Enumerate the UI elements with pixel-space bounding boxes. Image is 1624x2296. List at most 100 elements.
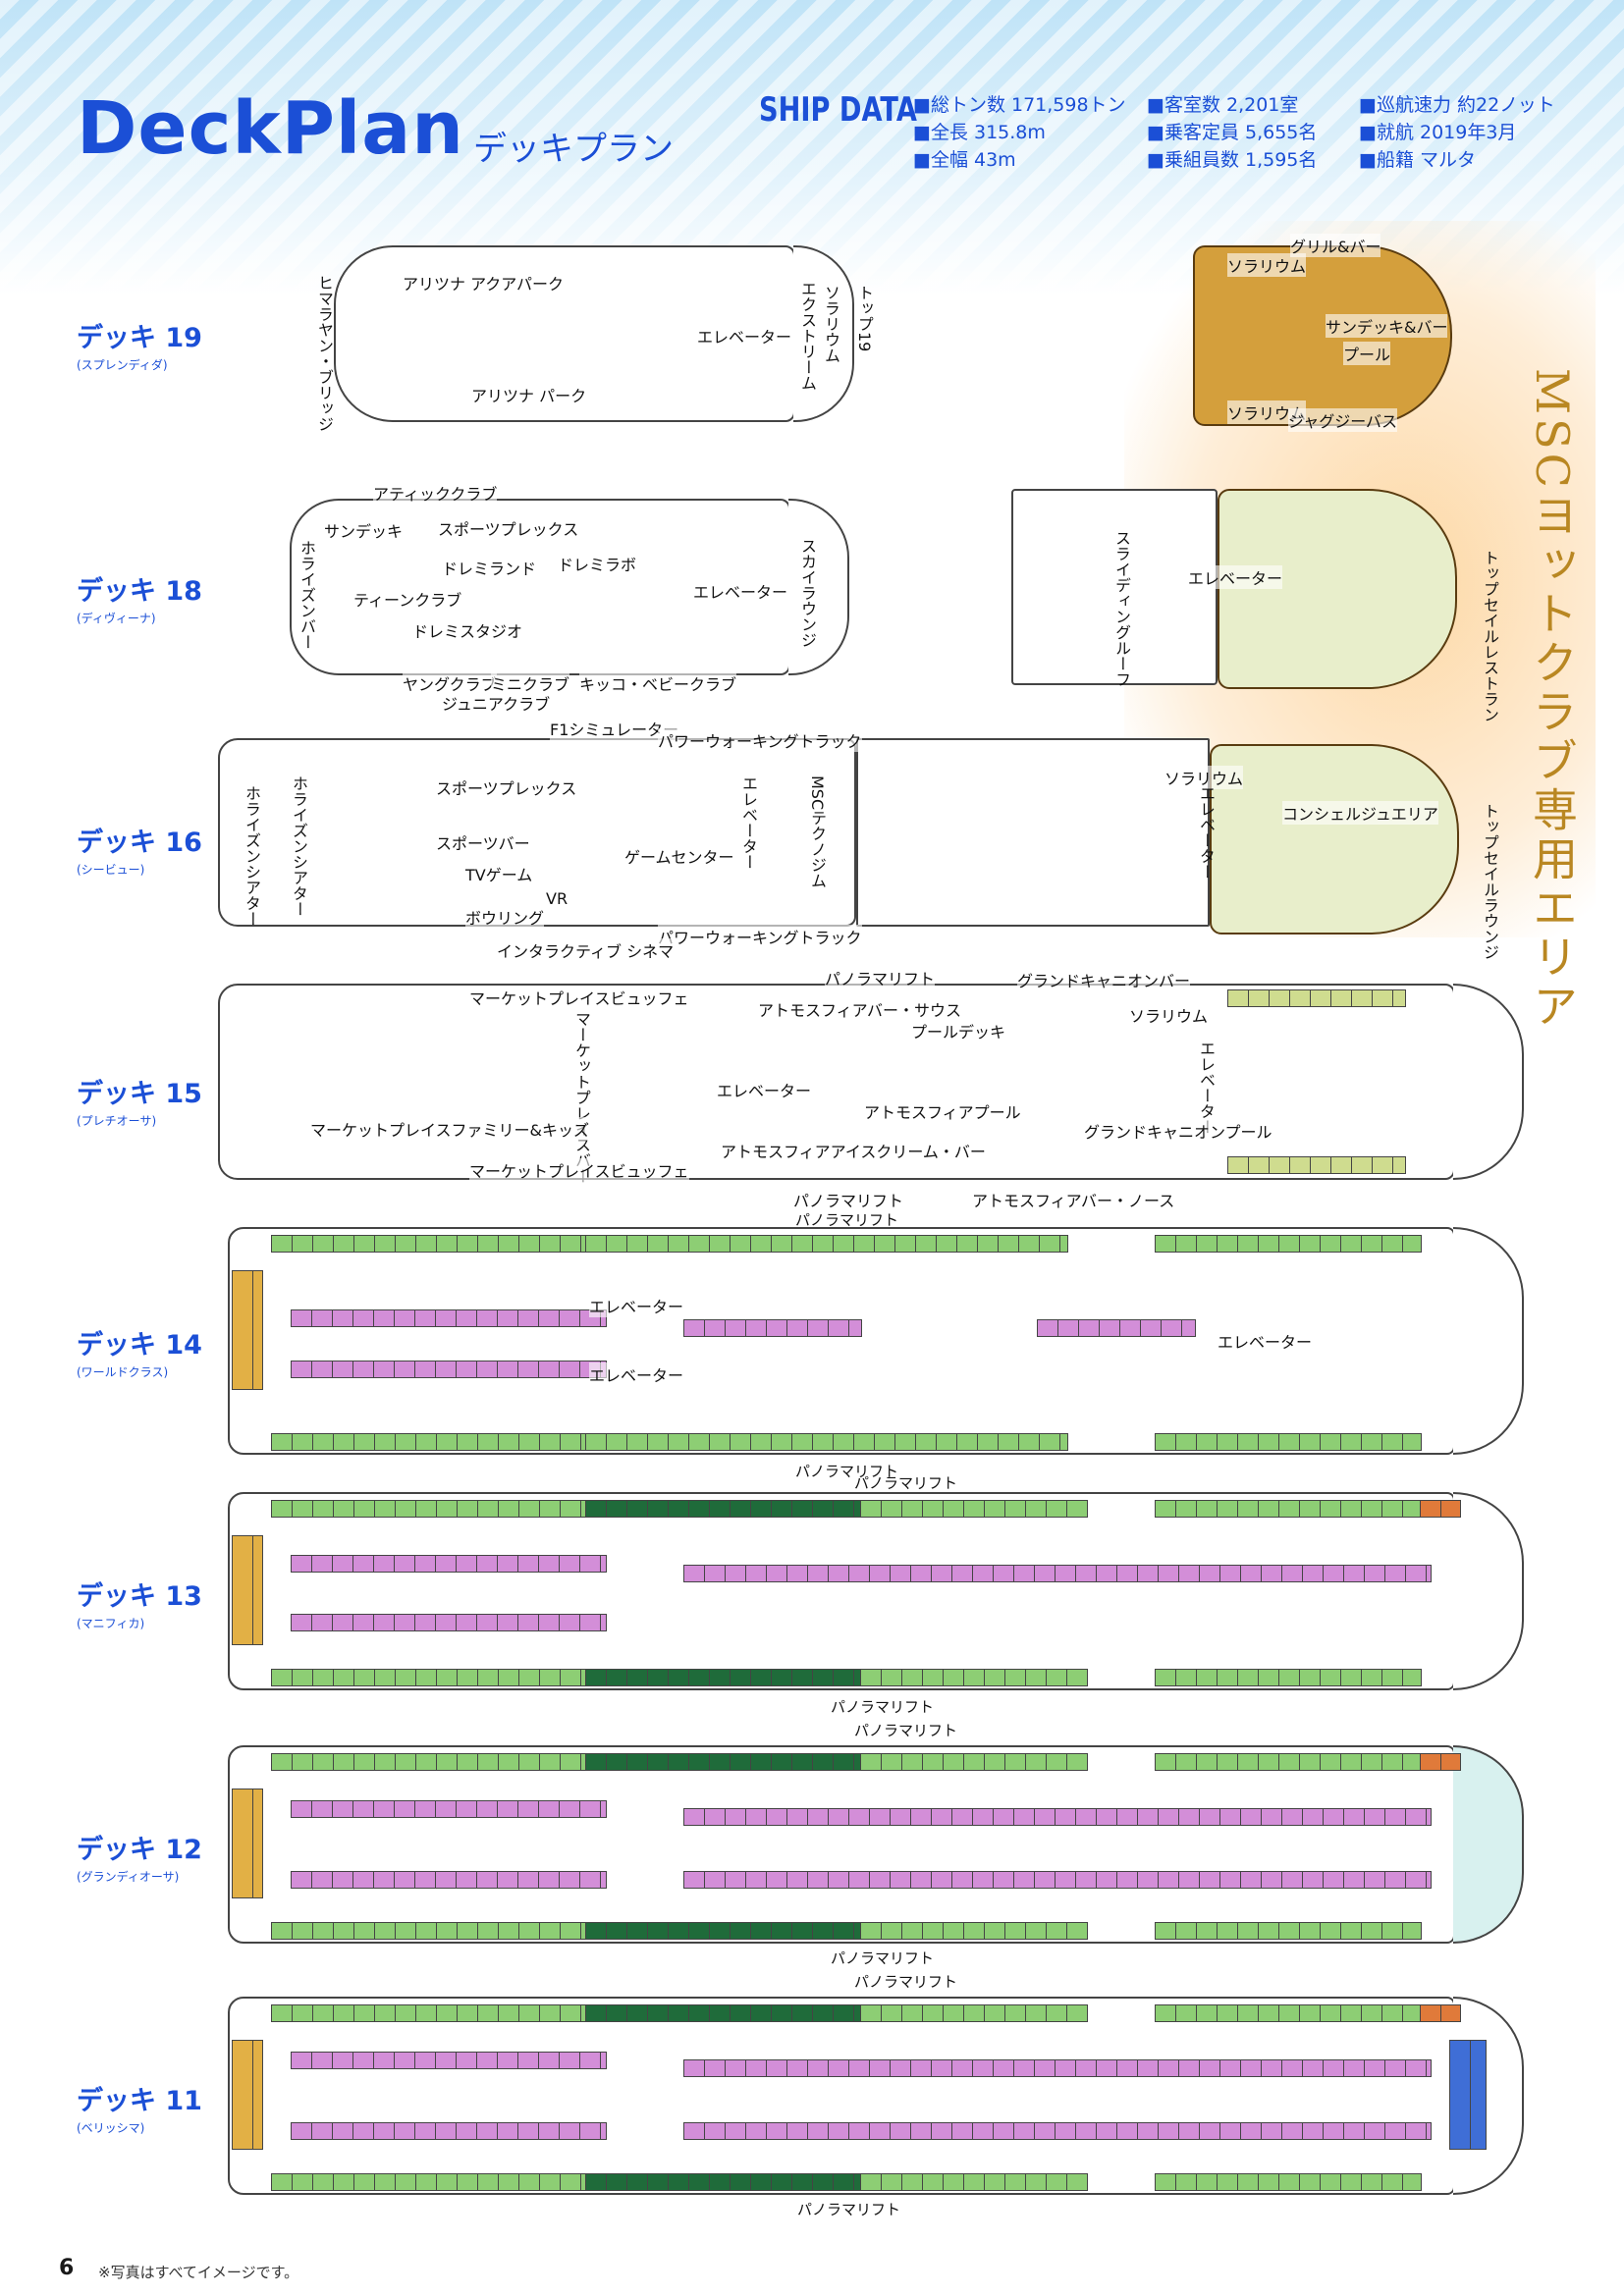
deck-16-mid-plan: [856, 738, 1210, 927]
spec-length: ■全長 315.8m: [913, 122, 1046, 143]
d18-sundeck: サンデッキ: [324, 518, 404, 542]
spec-speed: ■巡航速力 約22ノット: [1359, 94, 1555, 116]
spec-registry: ■船籍 マルタ: [1359, 149, 1476, 171]
footer-note: ※写真はすべてイメージです。: [98, 2264, 299, 2281]
d15-family: マーケットプレイスファミリー&キッズ: [310, 1117, 589, 1141]
deck-number: デッキ 16: [77, 828, 202, 858]
deck-name: (マニフィカ): [77, 1617, 145, 1630]
d19-himalaya: ヒマラヤン・ブリッジ: [315, 275, 334, 432]
d18-junior: ジュニアクラブ: [442, 691, 551, 715]
d18-yacht-area: [1218, 489, 1457, 689]
d15-pooldeck: プールデッキ: [911, 1019, 1006, 1042]
d19-elevator: エレベーター: [697, 324, 792, 347]
d14-elevator-b: エレベーター: [589, 1362, 684, 1386]
d12-lift-top: パノラマリフト: [854, 1722, 958, 1739]
page-title: DeckPlan: [77, 86, 464, 171]
d15-atmos-north: アトモスフィアバー・ノース: [972, 1188, 1175, 1211]
d16-elevator: エレベーター: [739, 775, 758, 870]
d16-horizon-theater: ホライズンシアター: [290, 775, 308, 917]
d16-walking2: パワーウォーキングトラック: [658, 925, 862, 948]
deck-number: デッキ 12: [77, 1835, 202, 1865]
deck-name: (グランディオーサ): [77, 1870, 180, 1884]
d18-elevator-y: エレベーター: [1188, 565, 1283, 589]
yacht-club-label: MSCヨットクラブ専用エリア: [1526, 368, 1579, 1032]
d16-solarium: ソラリウム: [1164, 766, 1244, 789]
ship-data-label: SHIP DATA: [759, 90, 917, 130]
page-number: 6: [59, 2256, 75, 2280]
d14-elevator-a: エレベーター: [589, 1294, 684, 1317]
d15-atmos-ice: アトモスフィアアイスクリーム・バー: [721, 1139, 986, 1162]
d18-aft-plan: [1011, 489, 1218, 685]
d16-concierge: コンシェルジュエリア: [1282, 801, 1438, 825]
deck-number: デッキ 15: [77, 1079, 202, 1109]
d13-lift-bottom: パノラマリフト: [831, 1698, 935, 1716]
d14-elevator-c: エレベーター: [1218, 1329, 1313, 1353]
deck-12-label: デッキ 12 (グランディオーサ): [77, 1828, 202, 1885]
d18-sportplex: スポーツプレックス: [438, 516, 579, 540]
d16-gamecenter: ゲームセンター: [624, 844, 734, 868]
d13-lift-top: パノラマリフト: [854, 1474, 958, 1492]
deck-13-plan: [228, 1492, 1524, 1690]
d19-top19: トップ19: [855, 285, 874, 352]
d19-aquapark: アリツナ アクアパーク: [403, 271, 564, 294]
spec-passengers: ■乗客定員 5,655名: [1147, 122, 1318, 143]
deck-15-label: デッキ 15 (プレチオーサ): [77, 1072, 202, 1129]
d15-grand-pool: グランドキャニオンプール: [1084, 1119, 1272, 1143]
deck-name: (ディヴィーナ): [77, 612, 156, 625]
d19-solarium: ソラリウム: [822, 285, 840, 363]
d19-solarium-y: ソラリウム: [1227, 253, 1307, 277]
d16-tvgame: TVゲーム: [465, 862, 533, 885]
deck-14-label: デッキ 14 (ワールドクラス): [77, 1323, 202, 1380]
d16-walking: パワーウォーキングトラック: [658, 728, 862, 752]
d15-buffet: マーケットプレイスビュッフェ: [469, 986, 689, 1009]
d14-lift-top: パノラマリフト: [795, 1211, 899, 1229]
d14-lift-bottom: パノラマリフト: [795, 1463, 899, 1480]
d18-kikko: キッコ・ベビークラブ: [579, 671, 737, 695]
d15-market-bar: マーケットプレイスバー: [572, 1011, 591, 1184]
deck-12-plan: [228, 1745, 1524, 1944]
deck-18-label: デッキ 18 (ディヴィーナ): [77, 569, 202, 626]
deck-name: (プレチオーサ): [77, 1114, 157, 1128]
d18-doremi-studio: ドレミスタジオ: [412, 618, 523, 642]
deck-number: デッキ 18: [77, 576, 202, 607]
d19-aquapark2: アリツナ パーク: [471, 383, 587, 406]
d16-f1: F1シミュレーター: [550, 717, 679, 740]
deck-19-label: デッキ 19 (スプレンディダ): [77, 316, 202, 373]
d15-atmos-pool: アトモスフィアプール: [864, 1099, 1021, 1123]
d19-extreme: エクストリーム: [798, 281, 817, 391]
deck-16-label: デッキ 16 (シービュー): [77, 821, 202, 878]
d18-attic: アティッククラブ: [373, 481, 498, 505]
d11-lift-bottom: パノラマリフト: [797, 2201, 901, 2218]
deck-name: (ベリッシマ): [77, 2121, 145, 2135]
spec-gross-tonnage: ■総トン数 171,598トン: [913, 94, 1126, 116]
d18-sliding: スライディングルーフ: [1112, 530, 1131, 687]
spec-crew: ■乗組員数 1,595名: [1147, 149, 1318, 171]
d16-topsail: トップセイルラウンジ: [1481, 803, 1499, 960]
d18-skylounge: スカイラウンジ: [798, 538, 817, 648]
spec-width: ■全幅 43m: [913, 149, 1016, 171]
d16-cinema: インタラクティブ シネマ: [497, 938, 675, 962]
deck-name: (スプレンディダ): [77, 358, 168, 372]
d16-horizon-a: ホライズンシアター: [243, 785, 261, 927]
page-subtitle: デッキプラン: [473, 130, 674, 169]
deck-number: デッキ 14: [77, 1330, 202, 1361]
d19-sundeck: サンデッキ&バー: [1326, 314, 1448, 338]
d15-elevator: エレベーター: [717, 1078, 812, 1101]
deck-number: デッキ 13: [77, 1581, 202, 1612]
d18-doremiland: ドレミランド: [442, 556, 537, 579]
d18-teen: ティーンクラブ: [353, 587, 462, 611]
deck-number: デッキ 11: [77, 2086, 202, 2116]
d16-yacht-area: [1210, 744, 1459, 934]
d12-lift-bottom: パノラマリフト: [831, 1949, 935, 1967]
deck-name: (ワールドクラス): [77, 1365, 169, 1379]
d16-sportplex: スポーツプレックス: [436, 775, 577, 799]
d15-panorama: パノラマリフト: [825, 966, 936, 989]
d15-grand-bar: グランドキャニオンバー: [1017, 968, 1191, 991]
d18-topsail: トップセイルレストラン: [1481, 550, 1499, 722]
d16-vr: VR: [546, 889, 568, 908]
deck-number: デッキ 19: [77, 323, 202, 353]
d19-pool: プール: [1343, 342, 1391, 365]
deck-name: (シービュー): [77, 863, 145, 877]
deck-13-label: デッキ 13 (マニフィカ): [77, 1575, 202, 1631]
d15-buffet2: マーケットプレイスビュッフェ: [469, 1158, 689, 1182]
